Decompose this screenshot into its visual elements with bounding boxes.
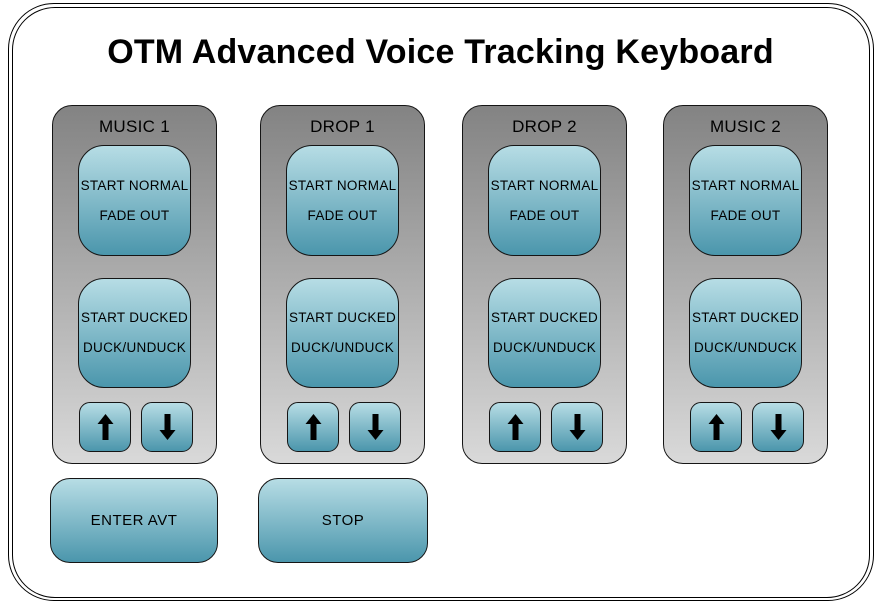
up-arrow-icon <box>507 414 523 440</box>
page-title: OTM Advanced Voice Tracking Keyboard <box>107 33 774 71</box>
arrow-up-button[interactable] <box>690 402 742 452</box>
down-arrow-icon <box>770 414 786 440</box>
button-label-line2: FADE OUT <box>99 207 170 223</box>
button-label-line2: DUCK/UNDUCK <box>290 340 395 355</box>
down-arrow-icon <box>159 414 175 440</box>
panel-title: DROP 1 <box>310 117 375 136</box>
button-label-line2: FADE OUT <box>509 207 580 223</box>
start-ducked-duck-unduck-button[interactable]: START DUCKED DUCK/UNDUCK <box>78 278 191 388</box>
down-arrow-icon <box>367 414 383 440</box>
button-label-line2: FADE OUT <box>307 207 378 223</box>
button-label-line1: START NORMAL <box>80 177 189 193</box>
enter-avt-button[interactable]: ENTER AVT <box>50 478 218 563</box>
panel-music-1: MUSIC 1 START NORMAL FADE OUT START DUCK… <box>52 105 217 464</box>
stop-button[interactable]: STOP <box>258 478 428 563</box>
arrow-up-button[interactable] <box>287 402 339 452</box>
panel-drop-2: DROP 2 START NORMAL FADE OUT START DUCKE… <box>462 105 627 464</box>
button-label-line1: START DUCKED <box>288 310 397 325</box>
button-label-line1: START NORMAL <box>288 177 397 193</box>
button-label-line1: START DUCKED <box>80 310 189 325</box>
panel-title: MUSIC 1 <box>98 117 171 136</box>
button-label-line1: START DUCKED <box>691 310 800 325</box>
arrow-down-button[interactable] <box>551 402 603 452</box>
button-label-line2: DUCK/UNDUCK <box>492 340 597 355</box>
arrow-up-button[interactable] <box>79 402 131 452</box>
button-label-line1: START DUCKED <box>490 310 599 325</box>
panel-drop-1: DROP 1 START NORMAL FADE OUT START DUCKE… <box>260 105 425 464</box>
start-ducked-duck-unduck-button[interactable]: START DUCKED DUCK/UNDUCK <box>488 278 601 388</box>
panel-title: DROP 2 <box>512 117 577 136</box>
up-arrow-icon <box>97 414 113 440</box>
button-label-line2: DUCK/UNDUCK <box>693 340 798 355</box>
start-normal-fade-out-button[interactable]: START NORMAL FADE OUT <box>488 145 601 256</box>
start-normal-fade-out-button[interactable]: START NORMAL FADE OUT <box>78 145 191 256</box>
start-normal-fade-out-button[interactable]: START NORMAL FADE OUT <box>689 145 802 256</box>
button-label-line2: DUCK/UNDUCK <box>82 340 187 355</box>
button-label-line1: START NORMAL <box>691 177 800 193</box>
down-arrow-icon <box>569 414 585 440</box>
button-label-line1: START NORMAL <box>490 177 599 193</box>
arrow-down-button[interactable] <box>752 402 804 452</box>
panel-title: MUSIC 2 <box>709 117 782 136</box>
button-label-line2: FADE OUT <box>710 207 781 223</box>
arrow-down-button[interactable] <box>349 402 401 452</box>
start-ducked-duck-unduck-button[interactable]: START DUCKED DUCK/UNDUCK <box>689 278 802 388</box>
arrow-down-button[interactable] <box>141 402 193 452</box>
start-normal-fade-out-button[interactable]: START NORMAL FADE OUT <box>286 145 399 256</box>
start-ducked-duck-unduck-button[interactable]: START DUCKED DUCK/UNDUCK <box>286 278 399 388</box>
panel-music-2: MUSIC 2 START NORMAL FADE OUT START DUCK… <box>663 105 828 464</box>
up-arrow-icon <box>305 414 321 440</box>
arrow-up-button[interactable] <box>489 402 541 452</box>
up-arrow-icon <box>708 414 724 440</box>
